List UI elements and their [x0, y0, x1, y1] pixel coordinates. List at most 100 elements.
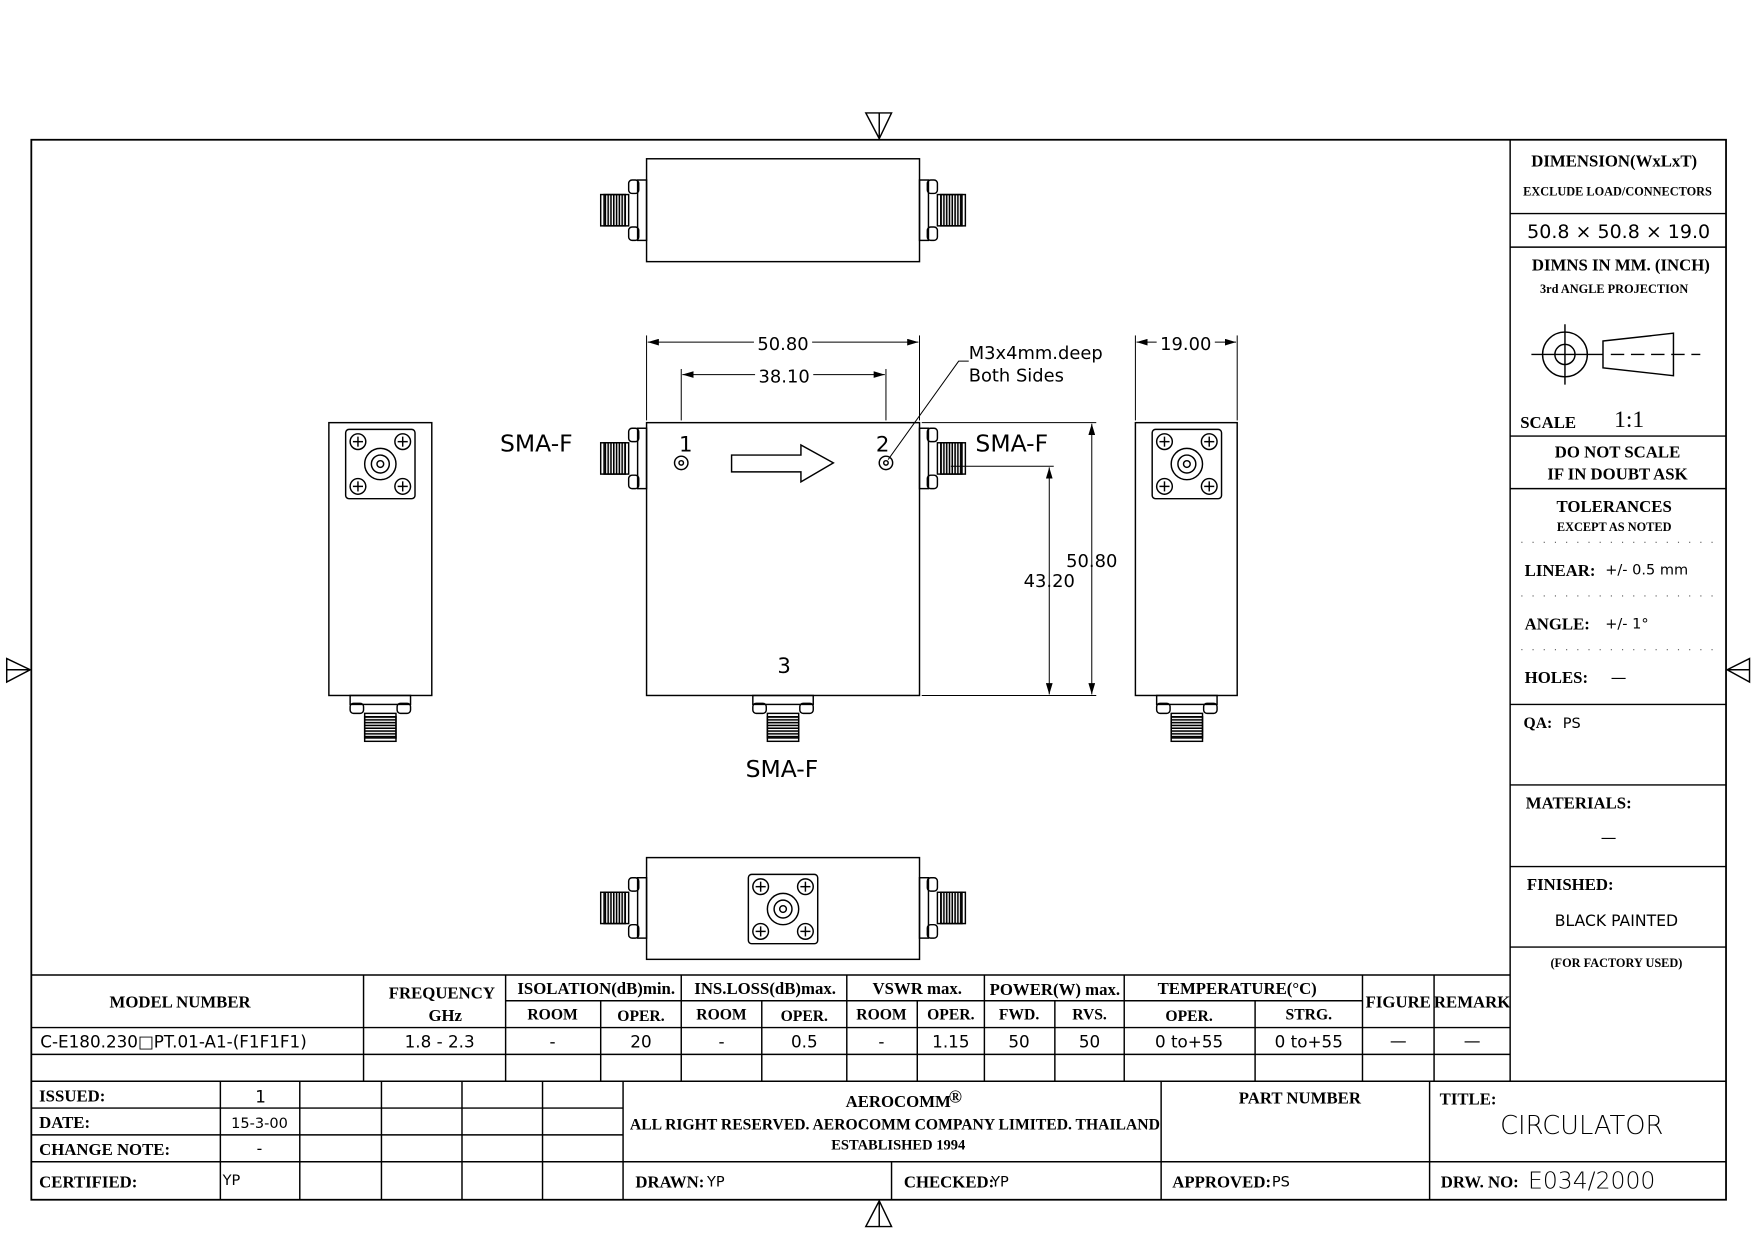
rights-text: ALL RIGHT RESERVED. AEROCOMM COMPANY LIM…: [630, 1116, 1160, 1133]
issued-label: ISSUED:: [39, 1086, 105, 1105]
center-mark-bottom: [864, 1199, 893, 1228]
materials-label: MATERIALS:: [1526, 793, 1632, 812]
angle-value: +/- 1°: [1605, 616, 1648, 632]
sub-header: RVS.: [1072, 1007, 1107, 1024]
title-block: ISSUED: 1 DATE: 15-3-00 CHANGE NOTE: - C…: [31, 1081, 1727, 1200]
approved-value: PS: [1272, 1174, 1290, 1190]
qa-value: PS: [1563, 716, 1581, 732]
scale-value: 1:1: [1614, 407, 1644, 433]
sub-header: FWD.: [999, 1007, 1039, 1024]
except-label: EXCEPT AS NOTED: [1557, 520, 1672, 534]
temperature-header: TEMPERATURE(°C): [1158, 979, 1317, 998]
model-header: MODEL NUMBER: [110, 992, 252, 1011]
sub-header: OPER.: [927, 1007, 974, 1024]
sub-header: OPER.: [1165, 1008, 1212, 1025]
qa-label: QA:: [1524, 715, 1553, 732]
sub-header: OPER.: [781, 1008, 828, 1025]
approved-label: APPROVED:: [1172, 1172, 1271, 1191]
front-view: 1 2 3 SMA-F SMA-F SMA-F: [500, 421, 1048, 783]
remark-value: —: [1464, 1031, 1481, 1051]
issued-value: 1: [255, 1086, 266, 1106]
registered-mark: ®: [949, 1086, 962, 1106]
units-label: DIMNS IN MM. (INCH): [1532, 256, 1710, 275]
sub-header: STRG.: [1286, 1007, 1333, 1024]
date-value: 15-3-00: [231, 1116, 288, 1132]
remark-header: REMARK: [1434, 992, 1510, 1011]
figure-value: —: [1390, 1031, 1407, 1051]
sub-header: ROOM: [856, 1007, 907, 1024]
table-row: C-E180.230□PT.01-A1-(F1F1F1) 1.8 - 2.3 -…: [40, 1031, 1480, 1052]
vswr-header: VSWR max.: [873, 979, 962, 998]
dim-thickness: 19.00: [1160, 334, 1211, 355]
power-header: POWER(W) max.: [990, 980, 1120, 999]
holes-value: —: [1611, 668, 1627, 687]
drawn-value: YP: [706, 1174, 725, 1190]
drawing-number-label: DRW. NO:: [1441, 1172, 1519, 1191]
dimension-value: 50.8 × 50.8 × 19.0: [1527, 221, 1710, 243]
company-name: AEROCOMM: [846, 1092, 951, 1111]
right-side-view: [1134, 421, 1238, 743]
sub-headers: ROOM OPER. ROOM OPER. ROOM OPER. FWD. RV…: [527, 1007, 1332, 1025]
sub-header: ROOM: [696, 1007, 747, 1024]
finished-value: BLACK PAINTED: [1555, 911, 1678, 930]
dim-width-inner: 38.10: [759, 366, 810, 387]
direction-arrow-icon: [730, 443, 835, 484]
frequency-header: FREQUENCY: [389, 983, 495, 1002]
cell: -: [878, 1032, 884, 1052]
projection-label: 3rd ANGLE PROJECTION: [1540, 282, 1688, 296]
dim-width-outer: 50.80: [757, 334, 808, 355]
tolerances-label: TOLERANCES: [1557, 497, 1672, 516]
cell: -: [718, 1032, 724, 1052]
do-not-scale-2: IF IN DOUBT ASK: [1547, 465, 1687, 484]
top-view: [599, 158, 967, 263]
cell: 20: [630, 1032, 651, 1052]
model-number: C-E180.230□PT.01-A1-(F1F1F1): [40, 1032, 306, 1052]
part-number-label: PART NUMBER: [1239, 1089, 1362, 1108]
factory-label: (FOR FACTORY USED): [1550, 956, 1682, 970]
left-side-view: [328, 421, 433, 743]
cell: 1.15: [932, 1032, 969, 1052]
finished-label: FINISHED:: [1527, 875, 1614, 894]
insloss-header: INS.LOSS(dB)max.: [694, 979, 836, 998]
frequency-unit: GHz: [428, 1006, 462, 1025]
do-not-scale-1: DO NOT SCALE: [1555, 442, 1680, 461]
dimension-title: DIMENSION(WxLxT): [1531, 152, 1697, 171]
change-note-label: CHANGE NOTE:: [39, 1140, 170, 1159]
dimension-sub: EXCLUDE LOAD/CONNECTORS: [1523, 185, 1712, 199]
title-label: TITLE:: [1440, 1090, 1497, 1109]
connector-bottom-label: SMA-F: [746, 755, 819, 783]
hole-note-line1: M3x4mm.deep: [969, 343, 1103, 364]
port-3-label: 3: [777, 654, 791, 679]
spec-table: MODEL NUMBER FREQUENCY GHz ISOLATION(dB)…: [31, 974, 1727, 1082]
connector-left-label: SMA-F: [500, 430, 573, 458]
center-mark-left: [5, 657, 32, 684]
info-column: DIMENSION(WxLxT) EXCLUDE LOAD/CONNECTORS…: [1509, 139, 1727, 1082]
date-label: DATE:: [39, 1113, 90, 1132]
dimensions: 50.80 38.10 19.00 50.80 43.20 M3x4mm.dee…: [646, 332, 1238, 696]
certified-value: YP: [222, 1173, 241, 1189]
certified-label: CERTIFIED:: [39, 1172, 137, 1191]
cell: 0 to+55: [1275, 1032, 1343, 1052]
hole-note-line2: Both Sides: [969, 365, 1064, 386]
materials-value: —: [1601, 828, 1617, 847]
dim-height-outer: 50.80: [1066, 551, 1117, 572]
established-text: ESTABLISHED 1994: [831, 1137, 965, 1153]
cell: 50: [1079, 1032, 1100, 1052]
cell: 50: [1008, 1032, 1029, 1052]
change-note-value: -: [257, 1139, 263, 1158]
isolation-header: ISOLATION(dB)min.: [517, 979, 675, 998]
third-angle-projection-icon: [1531, 324, 1701, 385]
cell: 0.5: [791, 1032, 818, 1052]
checked-value: YP: [990, 1174, 1009, 1190]
scale-label: SCALE: [1520, 413, 1576, 432]
center-mark-top: [864, 112, 893, 141]
drawing-number-value: E034/2000: [1528, 1167, 1655, 1195]
title-value: CIRCULATOR: [1500, 1111, 1663, 1141]
linear-label: LINEAR:: [1525, 561, 1596, 580]
figure-header: FIGURE: [1366, 992, 1431, 1011]
port-1-label: 1: [679, 433, 693, 458]
bottom-view: [599, 856, 967, 961]
linear-value: +/- 0.5 mm: [1605, 563, 1688, 579]
cell: -: [550, 1032, 556, 1052]
